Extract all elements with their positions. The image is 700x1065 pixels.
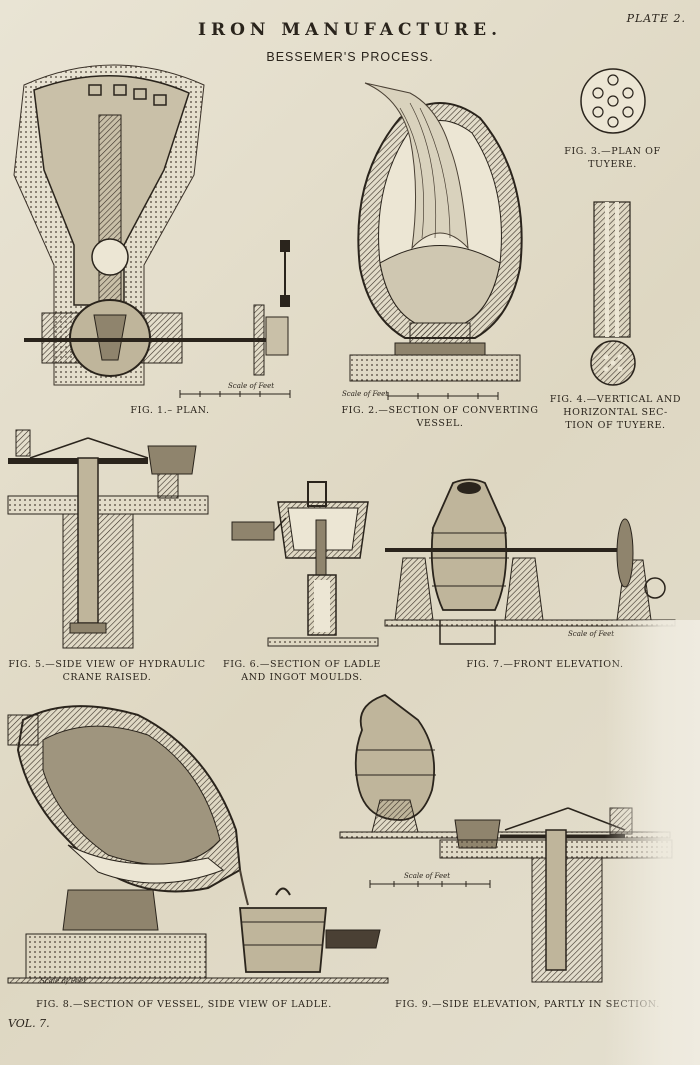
- fig2-caption-line: FIG. 2.—SECTION OF CONVERTING: [341, 405, 539, 416]
- fig7-caption: FIG. 7.—FRONT ELEVATION.: [440, 658, 650, 671]
- fig7-caption-line: FIG. 7.—FRONT ELEVATION.: [466, 659, 624, 670]
- fig4-tuyere-section: [590, 201, 636, 386]
- fig1-caption: FIG. 1.– PLAN.: [90, 404, 250, 417]
- fig9-caption-line: FIG. 9.—SIDE ELEVATION, PARTLY IN SECTIO…: [395, 999, 660, 1010]
- paper-stain: [605, 620, 700, 1065]
- fig8-caption-line: FIG. 8.—SECTION OF VESSEL, SIDE VIEW OF …: [36, 999, 332, 1010]
- fig2-scale-bar: [387, 392, 499, 400]
- fig3-caption-line: TUYERE.: [588, 159, 637, 170]
- fig9-caption: FIG. 9.—SIDE ELEVATION, PARTLY IN SECTIO…: [390, 998, 665, 1011]
- fig6-caption: FIG. 6.—SECTION OF LADLE AND INGOT MOULD…: [222, 658, 382, 684]
- fig4-caption-line: FIG. 4.—VERTICAL AND: [549, 394, 682, 405]
- fig5-caption-line: FIG. 5.—SIDE VIEW OF HYDRAULIC: [8, 659, 206, 670]
- volume-label: VOL. 7.: [8, 1017, 50, 1030]
- fig3-caption-line: FIG. 3.—PLAN OF: [564, 146, 661, 157]
- fig4-caption-line: HORIZONTAL SEC-: [563, 407, 668, 418]
- fig6-ladle-moulds: [231, 481, 379, 647]
- fig2-scale-label: Scale of Feet: [342, 390, 389, 398]
- fig5-caption: FIG. 5.—SIDE VIEW OF HYDRAULIC CRANE RAI…: [2, 658, 212, 684]
- fig4-caption-line: TION OF TUYERE.: [565, 420, 666, 431]
- fig4-caption: FIG. 4.—VERTICAL AND HORIZONTAL SEC- TIO…: [548, 393, 683, 432]
- fig9-scale-label: Scale of Feet: [404, 872, 451, 880]
- fig8-scale-label: Scale of Feet: [40, 977, 87, 985]
- fig8-vessel-ladle: [7, 705, 389, 984]
- fig1-scale-label: Scale of Feet: [228, 382, 275, 390]
- fig3-caption: FIG. 3.—PLAN OF TUYERE.: [555, 145, 670, 171]
- fig1-scale-bar: [179, 390, 291, 398]
- fig8-caption: FIG. 8.—SECTION OF VESSEL, SIDE VIEW OF …: [14, 998, 354, 1011]
- fig9-scale-bar: [369, 880, 491, 888]
- fig5-hydraulic-crane: [7, 429, 209, 649]
- fig6-caption-line: AND INGOT MOULDS.: [241, 672, 363, 683]
- fig2-caption-line: VESSEL.: [416, 418, 464, 429]
- fig6-caption-line: FIG. 6.—SECTION OF LADLE: [223, 659, 381, 670]
- fig5-caption-line: CRANE RAISED.: [62, 672, 152, 683]
- fig2-caption: FIG. 2.—SECTION OF CONVERTING VESSEL.: [335, 404, 545, 430]
- fig1-caption-line: FIG. 1.– PLAN.: [130, 405, 210, 416]
- fig7-scale-label: Scale of Feet: [568, 630, 615, 638]
- plate-number: PLATE 2.: [626, 12, 686, 25]
- plate-title: IRON MANUFACTURE.: [198, 20, 502, 40]
- fig2-vessel-section: [349, 82, 523, 382]
- fig3-tuyere-plan: [580, 68, 646, 134]
- plate-subtitle: BESSEMER'S PROCESS.: [266, 50, 434, 64]
- fig1-plan-drawing: [13, 64, 290, 386]
